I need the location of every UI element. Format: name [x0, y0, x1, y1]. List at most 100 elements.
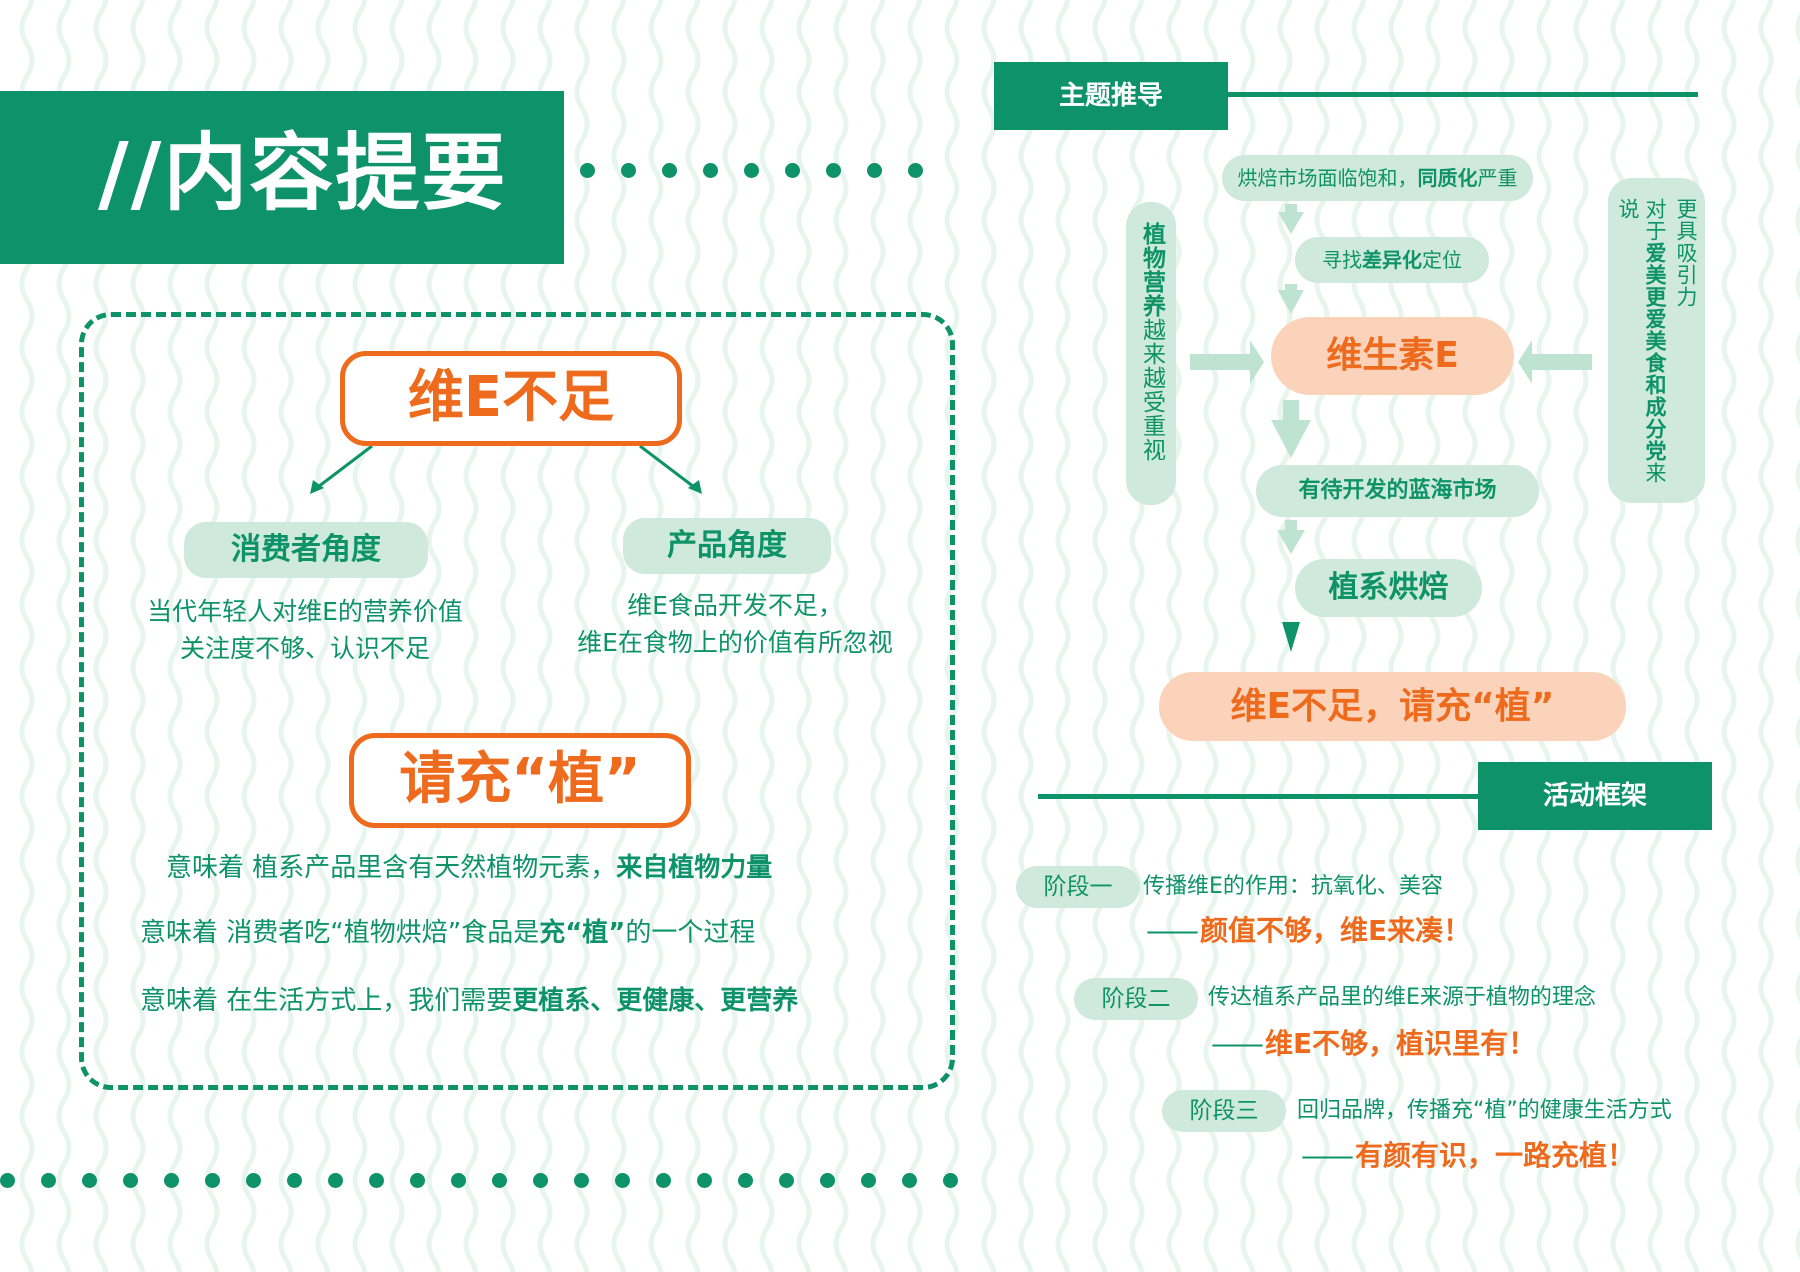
dot	[123, 1173, 138, 1188]
stage-3-desc: 回归品牌，传播充“植”的健康生活方式	[1297, 1098, 1672, 1123]
wave-line	[759, 0, 775, 1272]
dot	[164, 1173, 179, 1188]
dots-divider-bottom	[0, 1173, 958, 1188]
dot	[580, 163, 595, 178]
wave-line	[1425, 0, 1441, 1272]
beauty-lovers-bar: 对于爱美更爱美食和成分党来说 更具吸引力	[1608, 178, 1705, 503]
wave-line	[1314, 0, 1330, 1272]
final-slogan-pill: 维E不足，请充“植”	[1159, 672, 1626, 741]
plant-baking-pill: 植系烘焙	[1295, 559, 1482, 617]
dot	[697, 1173, 712, 1188]
stage-3-label: 阶段三	[1162, 1090, 1286, 1132]
dot	[287, 1173, 302, 1188]
wave-line	[1018, 0, 1034, 1272]
arrow-right-side	[1190, 340, 1264, 384]
dot	[0, 1173, 15, 1188]
dot	[621, 163, 636, 178]
dot	[738, 1173, 753, 1188]
wave-line	[1351, 0, 1367, 1272]
wave-line	[1055, 0, 1071, 1272]
wave-line	[1721, 0, 1737, 1272]
plant-nutrition-bar: 植物营养越来越受重视	[1126, 202, 1176, 505]
theme-header-rule	[1228, 92, 1698, 97]
recharge-plant-box: 请充“植”	[349, 733, 691, 828]
product-line-2: 维E在食物上的价值有所忽视	[577, 628, 893, 657]
dot	[369, 1173, 384, 1188]
title-band	[0, 91, 564, 264]
consumer-perspective-label: 消费者角度	[184, 522, 428, 578]
dot	[703, 163, 718, 178]
dot	[492, 1173, 507, 1188]
wave-line	[870, 0, 886, 1272]
dot	[410, 1173, 425, 1188]
wave-line	[1573, 0, 1589, 1272]
wave-line	[722, 0, 738, 1272]
dot	[451, 1173, 466, 1188]
dot	[533, 1173, 548, 1188]
stage-2-label: 阶段二	[1074, 978, 1198, 1020]
wave-line	[1129, 0, 1145, 1272]
dot	[205, 1173, 220, 1188]
summary-card	[79, 312, 955, 1090]
market-saturation-pill: 烘焙市场面临饱和，同质化严重	[1222, 155, 1533, 201]
stage-1-slogan: ——颜值不够，维E来凑！	[1146, 914, 1472, 947]
flow-arrows	[1190, 204, 1592, 652]
vit-e-shortage-box: 维E不足	[340, 351, 682, 446]
dot	[820, 1173, 835, 1188]
arrow-left	[313, 444, 373, 492]
consumer-line-1: 当代年轻人对维E的营养价值	[147, 597, 463, 626]
product-perspective-text: 维E食品开发不足， 维E在食物上的价值有所忽视	[545, 587, 925, 661]
wave-line	[1499, 0, 1515, 1272]
wave-line	[1536, 0, 1552, 1272]
consumer-perspective-text: 当代年轻人对维E的营养价值 关注度不够、认识不足	[110, 593, 500, 667]
wave-line	[648, 0, 664, 1272]
wave-line	[1462, 0, 1478, 1272]
dot	[82, 1173, 97, 1188]
dot	[574, 1173, 589, 1188]
dot	[867, 163, 882, 178]
wave-line	[685, 0, 701, 1272]
product-line-1: 维E食品开发不足，	[627, 591, 843, 620]
arrow-down-2	[1278, 284, 1304, 314]
product-perspective-label: 产品角度	[623, 518, 831, 574]
stage-2-desc: 传达植系产品里的维E来源于植物的理念	[1208, 985, 1596, 1010]
blue-ocean-pill: 有待开发的蓝海市场	[1256, 465, 1539, 517]
differentiation-pill: 寻找差异化定位	[1295, 237, 1489, 283]
stage-1-desc: 传播维E的作用：抗氧化、美容	[1143, 874, 1443, 899]
stage-1-label: 阶段一	[1016, 866, 1140, 908]
dot	[246, 1173, 261, 1188]
wave-line	[574, 0, 590, 1272]
dot	[328, 1173, 343, 1188]
wave-line	[833, 0, 849, 1272]
dot	[902, 1173, 917, 1188]
arrow-left-head	[310, 480, 324, 494]
stage-3-slogan: ——有颜有识，一路充植！	[1301, 1139, 1636, 1172]
vitamin-e-pill: 维生素E	[1271, 317, 1514, 395]
dot	[908, 163, 923, 178]
arrow-down-dark	[1282, 622, 1300, 652]
arrow-left-side	[1518, 340, 1592, 384]
branch-arrows	[310, 444, 702, 494]
dot	[826, 163, 841, 178]
wave-line	[796, 0, 812, 1272]
arrow-down-big	[1271, 400, 1311, 458]
dot	[779, 1173, 794, 1188]
dot	[744, 163, 759, 178]
stage-2-slogan: ——维E不够，植识里有！	[1211, 1027, 1537, 1060]
arrow-right	[639, 444, 699, 492]
dot	[656, 1173, 671, 1188]
dot	[662, 163, 677, 178]
wave-line	[907, 0, 923, 1272]
arrow-right-head	[688, 480, 702, 494]
activity-header-rule	[1038, 794, 1478, 799]
meaning-line-1: 意味着 植系产品里含有天然植物元素，来自植物力量	[166, 853, 773, 883]
meaning-line-3: 意味着 在生活方式上，我们需要更植系、更健康、更营养	[140, 986, 799, 1016]
wave-line	[1388, 0, 1404, 1272]
consumer-line-2: 关注度不够、认识不足	[179, 634, 430, 663]
theme-derivation-header: 主题推导	[994, 62, 1228, 130]
wave-line	[1758, 0, 1774, 1272]
wave-line	[611, 0, 627, 1272]
dot	[861, 1173, 876, 1188]
wave-line	[1092, 0, 1108, 1272]
page-title: //内容提要	[98, 124, 508, 222]
